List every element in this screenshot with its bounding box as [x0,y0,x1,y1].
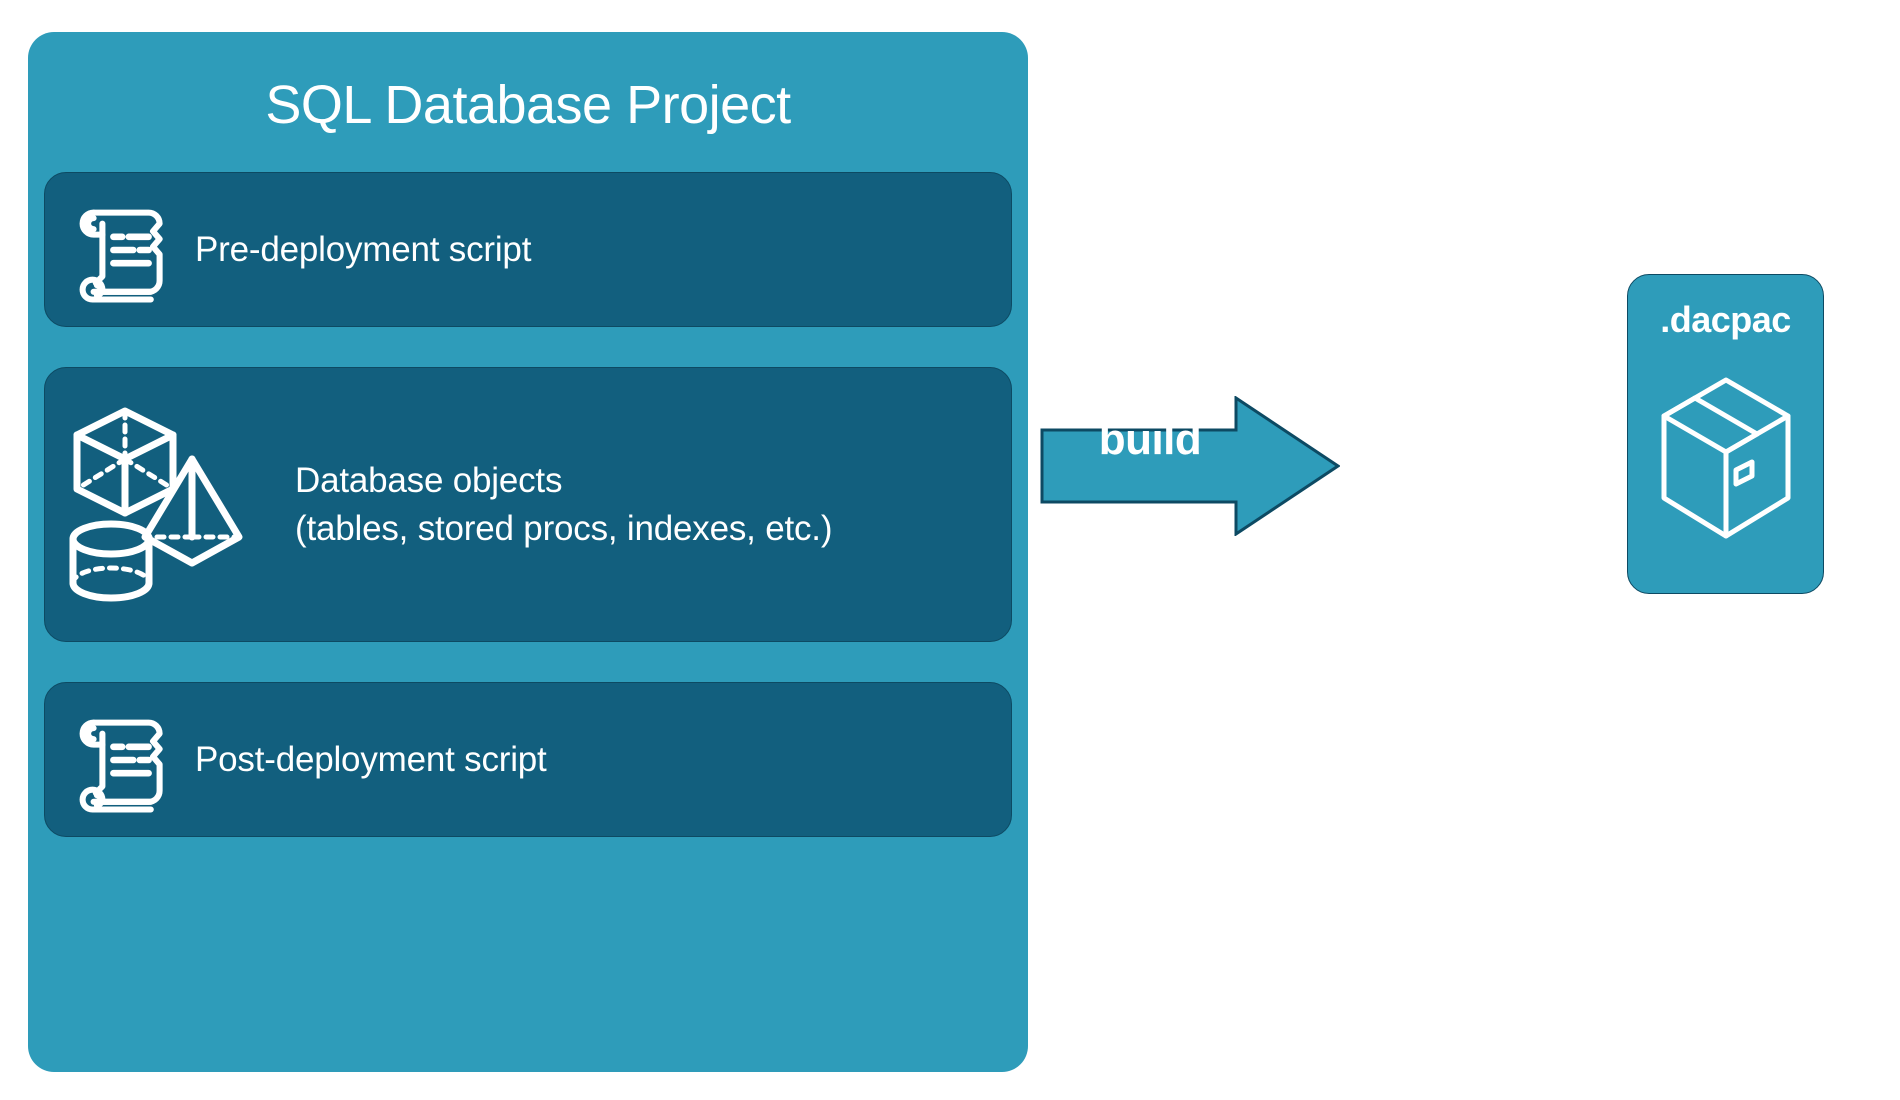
project-title: SQL Database Project [265,75,791,135]
post-deployment-script-label: Post-deployment script [195,739,547,779]
package-box-icon [1652,370,1800,546]
database-objects-card[interactable]: Database objects (tables, stored procs, … [44,367,1012,642]
dacpac-title: .dacpac [1660,299,1791,340]
right-arrow-icon [1040,396,1340,536]
sql-database-project-container: SQL Database Project [28,32,1028,1072]
dacpac-output-card[interactable]: .dacpac [1627,274,1824,594]
pre-deployment-script-label: Pre-deployment script [195,229,532,269]
scroll-icon [45,705,195,815]
shapes-icon [45,397,295,612]
pre-deployment-script-card[interactable]: Pre-deployment script [44,172,1012,327]
database-objects-label: Database objects (tables, stored procs, … [295,461,833,548]
scroll-icon [45,195,195,305]
post-deployment-script-card[interactable]: Post-deployment script [44,682,1012,837]
